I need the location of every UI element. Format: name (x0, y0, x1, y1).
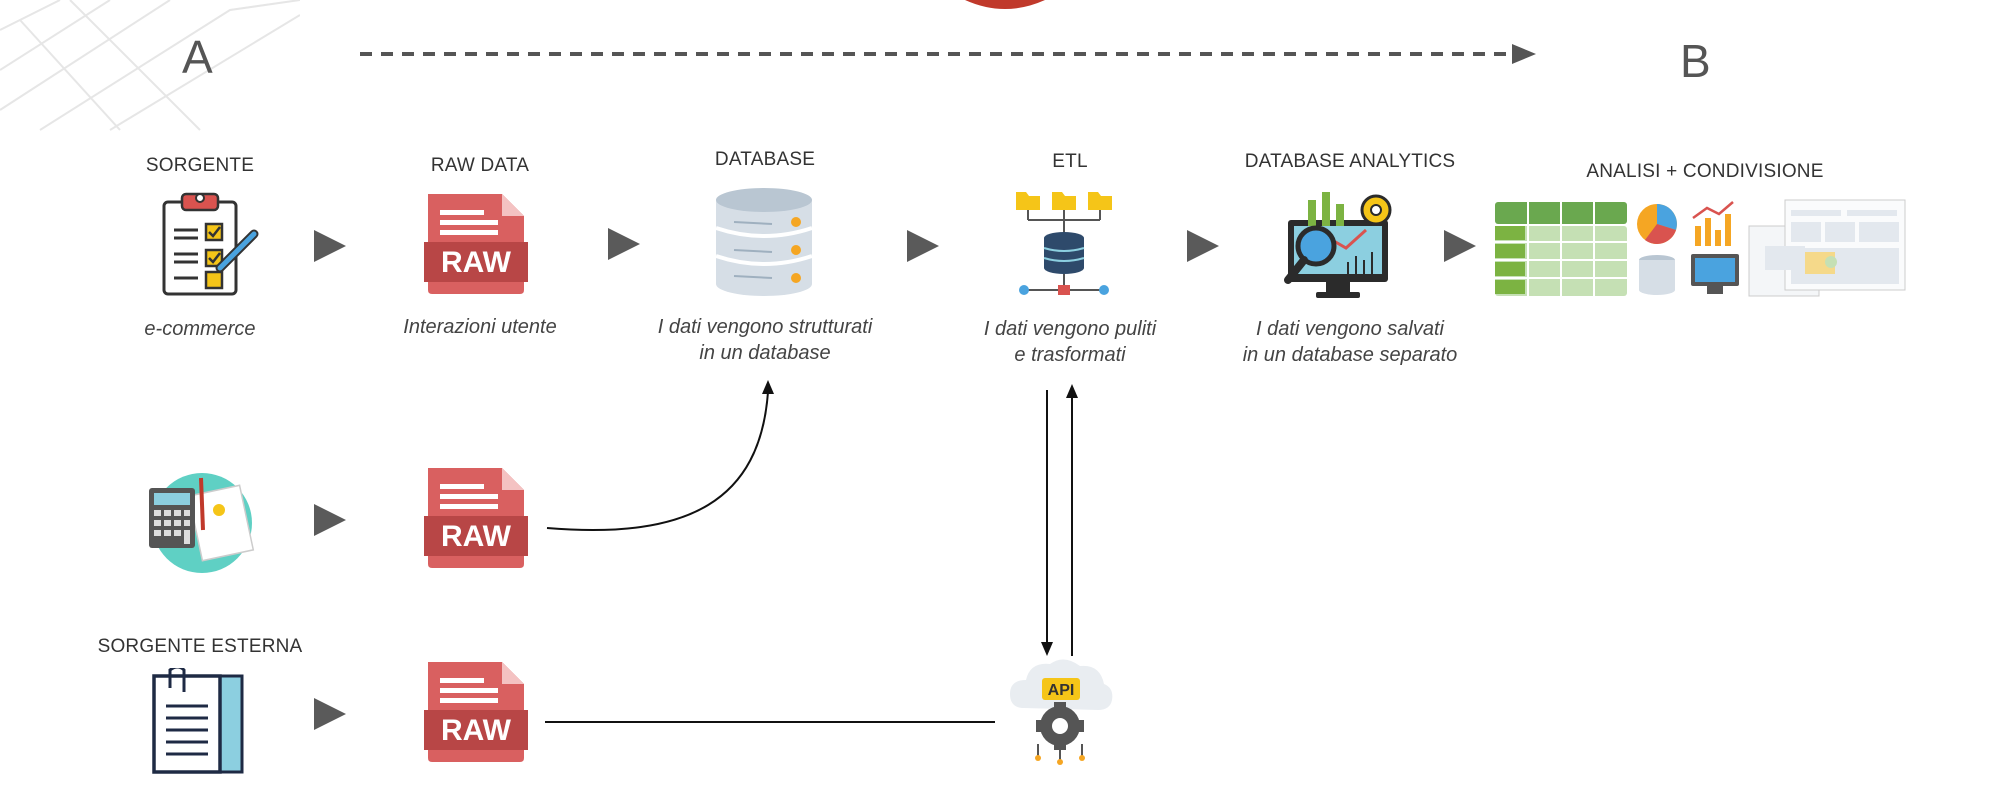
decorative-lines (0, 0, 300, 131)
database-icon (715, 188, 813, 296)
caption-database-line2: in un database (699, 342, 831, 364)
caption-interazioni: Interazioni utente (403, 316, 557, 338)
stage-label-database: DATABASE (714, 149, 816, 170)
external-source-label: SORGENTE ESTERNA (97, 636, 303, 657)
dashboard-collage-icon (1495, 199, 1906, 297)
caption-ecommerce: e-commerce (144, 318, 256, 340)
caption-analytics-line1: I dati vengono salvati (1256, 318, 1444, 340)
clipboard-checklist-icon (162, 192, 259, 296)
document-binder-icon (152, 668, 244, 774)
caption-analytics: I dati vengono salvati in un database se… (1200, 316, 1500, 368)
raw-text-1: RAW (441, 246, 512, 279)
caption-etl: I dati vengono puliti e trasformati (930, 316, 1210, 368)
analytics-monitor-icon (1284, 192, 1392, 298)
arrow-right-6 (314, 504, 346, 536)
arrow-right-2 (608, 228, 640, 260)
caption-etl-line2: e trasformati (1014, 344, 1126, 366)
raw-text-2: RAW (441, 520, 512, 553)
raw-file-icon-3: RAW (424, 662, 528, 762)
raw-file-icon-2: RAW (424, 468, 528, 568)
etl-network-icon (1016, 192, 1112, 295)
stage-label-sorgente: SORGENTE (145, 155, 255, 176)
raw-text-3: RAW (441, 714, 512, 747)
dashed-progress-arrow (360, 44, 1536, 64)
endpoint-b-label: B (1680, 35, 1711, 87)
stage-label-etl: ETL (1052, 151, 1088, 172)
api-cloud-gear-icon: API (1010, 659, 1113, 765)
stage-label-database-analytics: DATABASE ANALYTICS (1244, 151, 1456, 172)
arrow-right-5 (1444, 230, 1476, 262)
caption-database-line1: I dati vengono strutturati (657, 316, 873, 338)
api-text: API (1048, 682, 1075, 699)
caption-etl-line1: I dati vengono puliti (983, 318, 1157, 340)
arrow-right-3 (907, 230, 939, 262)
raw-file-icon: RAW (424, 194, 528, 294)
stage-label-raw-data: RAW DATA (430, 155, 530, 176)
connector-lines (545, 380, 1078, 723)
caption-database: I dati vengono strutturati in un databas… (620, 314, 910, 366)
arrow-right-4 (1187, 230, 1219, 262)
arrow-right-7 (314, 698, 346, 730)
top-red-arc (965, 0, 1045, 9)
caption-analytics-line2: in un database separato (1242, 344, 1458, 366)
arrow-right-1 (314, 230, 346, 262)
endpoint-a-label: A (182, 31, 213, 83)
calculator-accounting-icon (149, 473, 255, 573)
stage-label-analisi: ANALISI + CONDIVISIONE (1586, 161, 1824, 182)
